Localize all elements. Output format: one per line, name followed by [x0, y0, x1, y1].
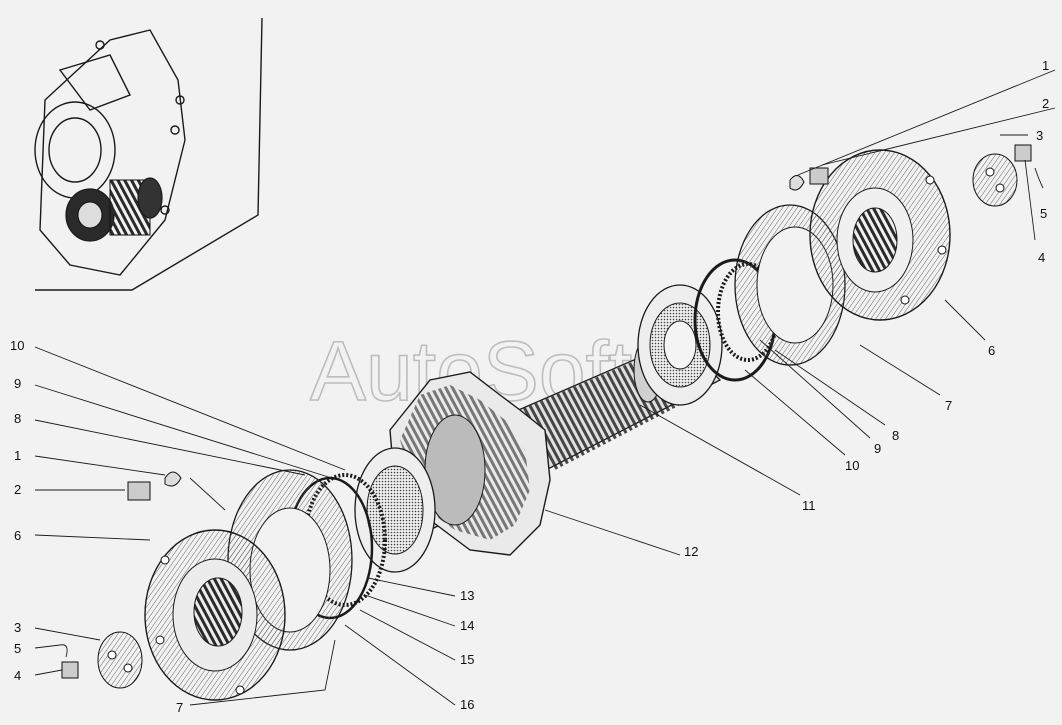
callout-4-left: 4: [14, 668, 21, 683]
callout-15-left: 15: [460, 652, 474, 667]
callout-5-right: 5: [1040, 206, 1047, 221]
callout-9-right: 9: [874, 441, 881, 456]
callout-1-right: 1: [1042, 58, 1049, 73]
callout-8-left: 8: [14, 411, 21, 426]
callout-2-left: 2: [14, 482, 21, 497]
left-bearing: [354, 447, 436, 573]
callout-13-left: 13: [460, 588, 474, 603]
right-fasteners: [789, 144, 1032, 207]
callout-6-right: 6: [988, 343, 995, 358]
callout-7-left: 7: [176, 700, 183, 715]
callout-4-right: 4: [1038, 250, 1045, 265]
callout-2-right: 2: [1042, 96, 1049, 111]
inset-housing-view: [34, 17, 263, 291]
callout-8-right: 8: [892, 428, 899, 443]
callout-10-left: 10: [10, 338, 24, 353]
callout-7-right: 7: [945, 398, 952, 413]
left-fasteners: [61, 471, 182, 689]
callout-6-left: 6: [14, 528, 21, 543]
callout-14-left: 14: [460, 618, 474, 633]
callout-3-right: 3: [1036, 128, 1043, 143]
callout-5-left: 5: [14, 641, 21, 656]
leader-lines-left: [34, 346, 456, 706]
right-bearing: [637, 284, 723, 406]
callout-3-left: 3: [14, 620, 21, 635]
right-cover-flange: [809, 149, 951, 321]
callout-16-left: 16: [460, 697, 474, 712]
left-cover-flange: [144, 529, 286, 701]
callout-12-right: 12: [684, 544, 698, 559]
callout-9-left: 9: [14, 376, 21, 391]
callout-11-right: 11: [802, 498, 816, 513]
leader-lines-right: [544, 69, 1056, 556]
callout-10-right: 10: [845, 458, 859, 473]
callout-1-left: 1: [14, 448, 21, 463]
